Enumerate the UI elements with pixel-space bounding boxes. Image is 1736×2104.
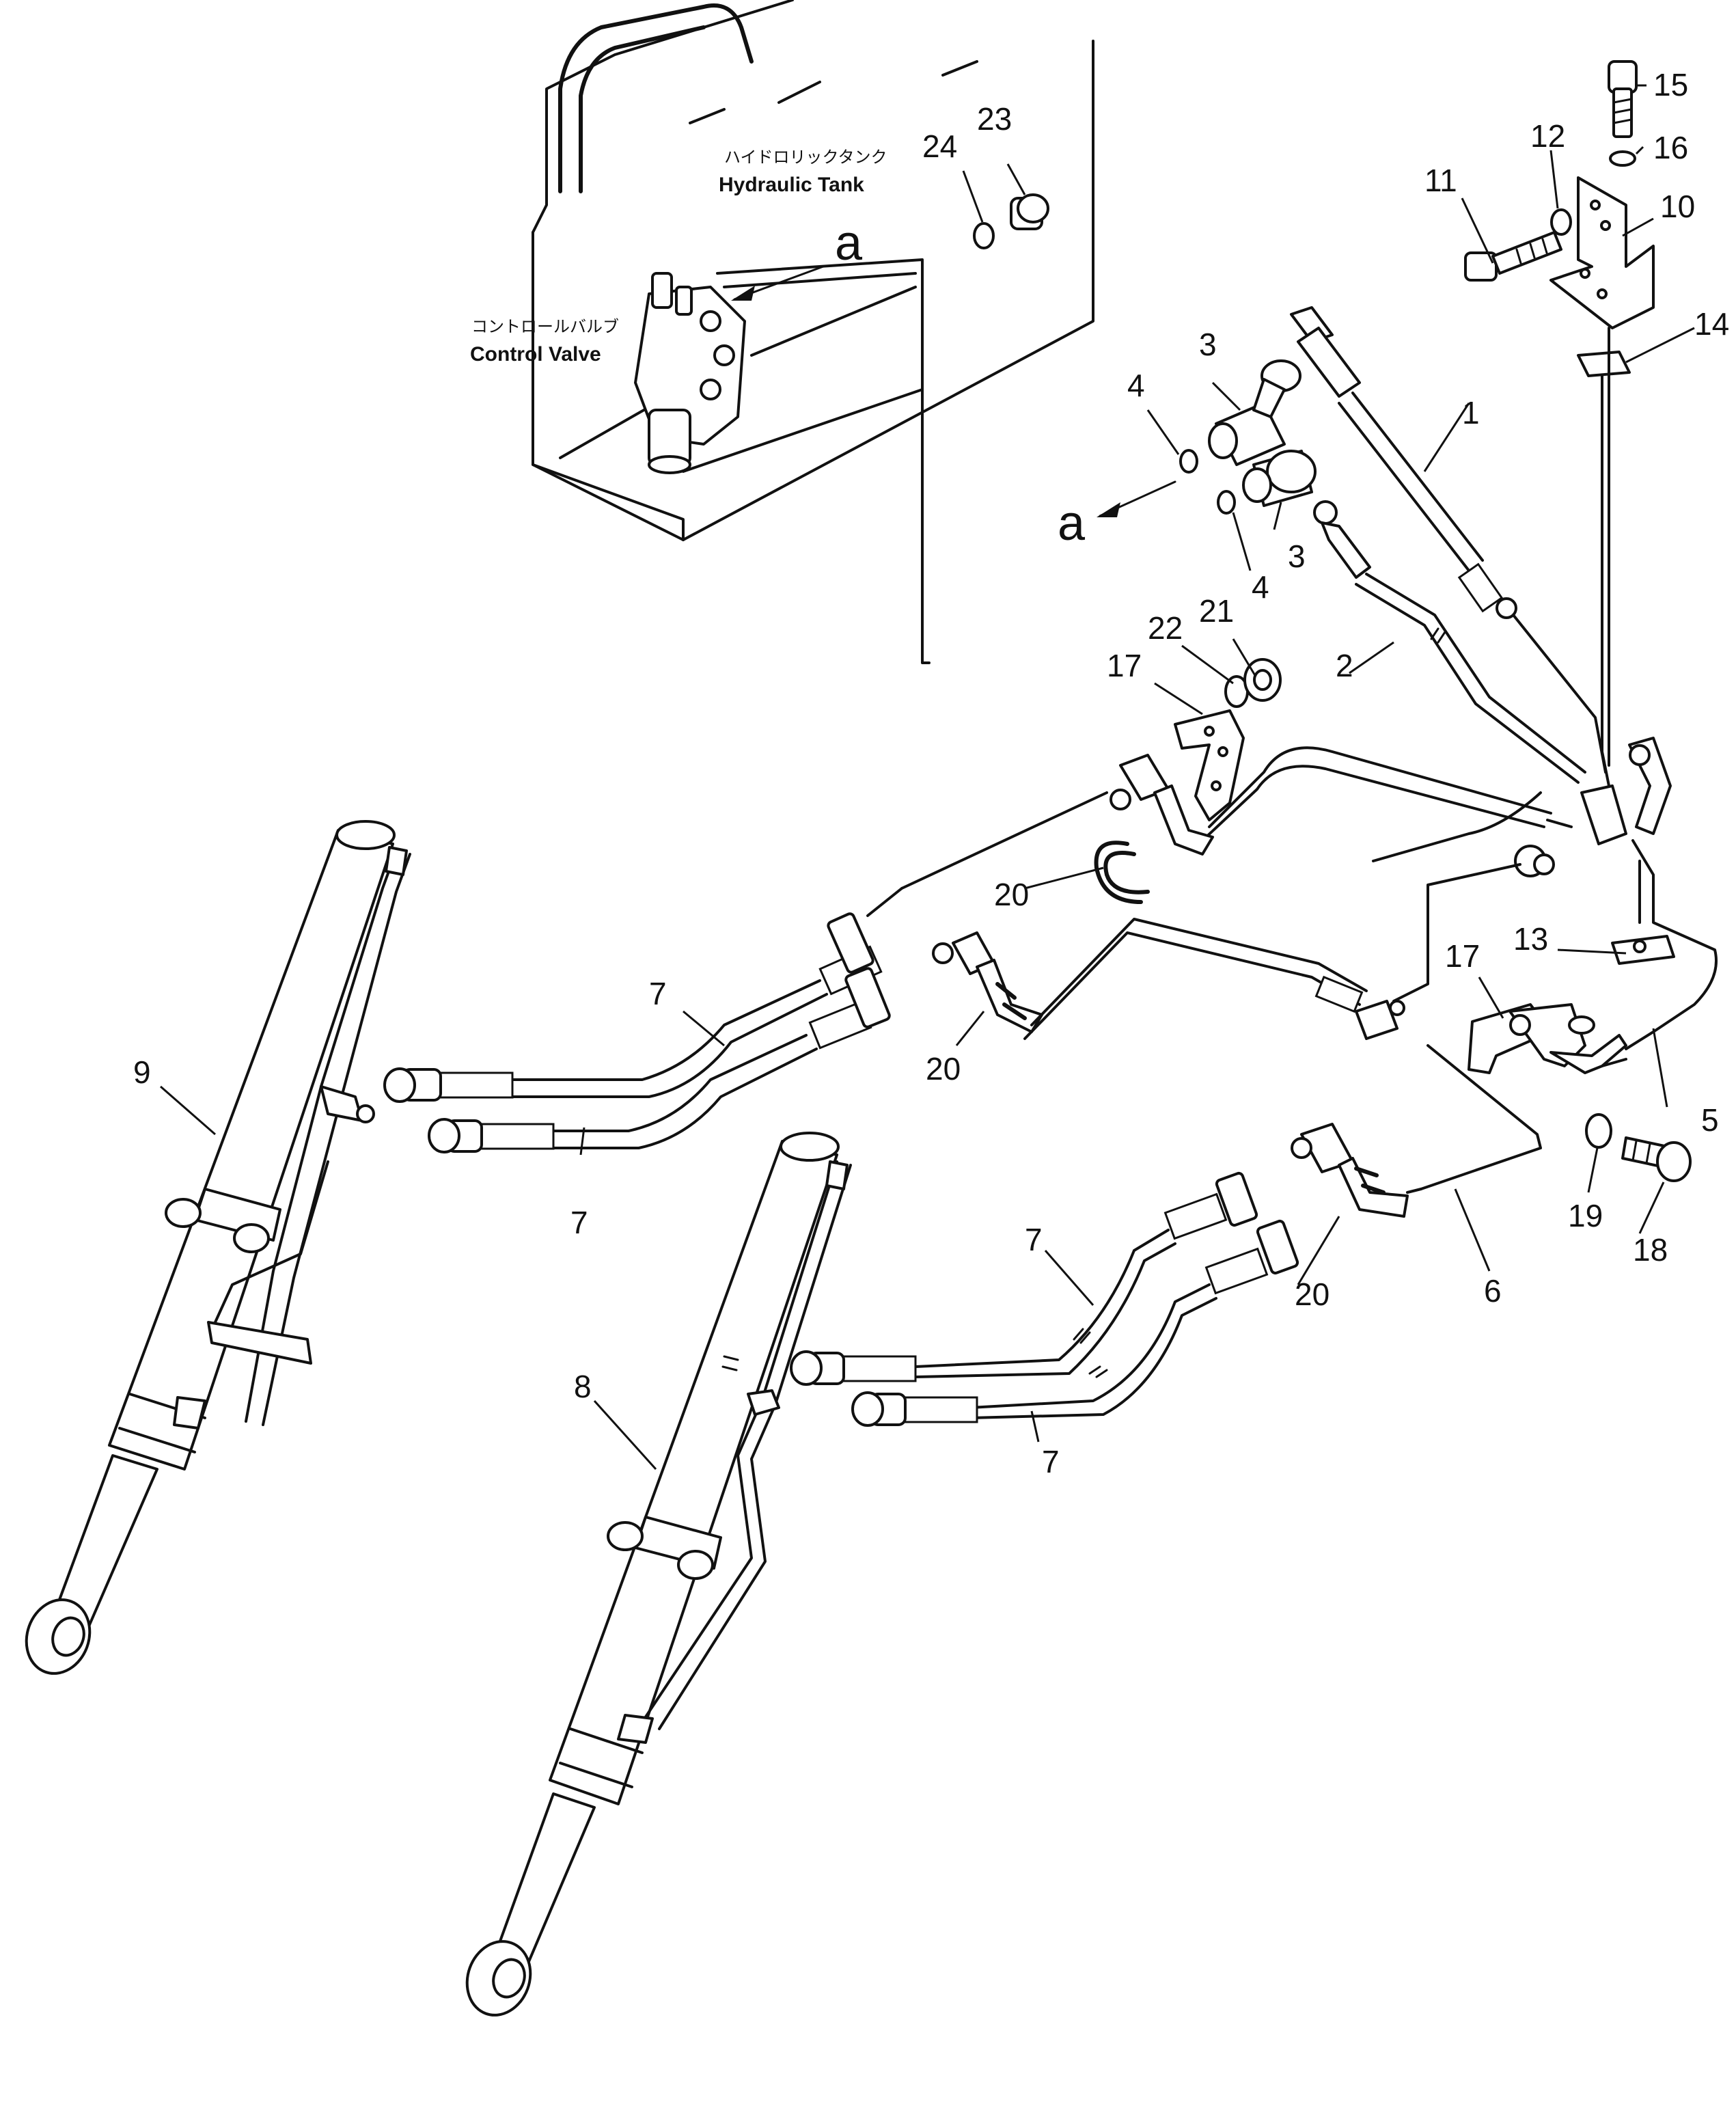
callout-11: 11 bbox=[1424, 163, 1457, 198]
callout-13: 13 bbox=[1513, 921, 1548, 957]
part-20-elbow-lower bbox=[1291, 1123, 1409, 1218]
callout-6: 6 bbox=[1484, 1273, 1502, 1309]
part-14-plate bbox=[1577, 351, 1631, 377]
callout-4-upper: 4 bbox=[1127, 368, 1145, 403]
part-17-bracket-lower bbox=[1468, 1003, 1627, 1074]
callout-16: 16 bbox=[1653, 130, 1688, 165]
part-20-elbow-middle bbox=[932, 931, 1043, 1033]
part-3-elbow-lower bbox=[1242, 450, 1317, 507]
part-6-hose bbox=[1420, 1044, 1542, 1190]
control-valve bbox=[634, 272, 746, 474]
view-a-marker-lower: a bbox=[1058, 496, 1086, 551]
part-12-washer bbox=[1550, 208, 1572, 236]
callout-2: 2 bbox=[1336, 648, 1353, 683]
part-21-nut bbox=[1243, 658, 1282, 702]
control-valve-label-en: Control Valve bbox=[470, 343, 601, 366]
callout-7-a: 7 bbox=[649, 976, 667, 1011]
part-4-o-ring-upper bbox=[1179, 449, 1198, 474]
hose-6-fitting bbox=[1355, 1000, 1405, 1040]
part-3-elbow-upper bbox=[1208, 359, 1301, 466]
view-a-marker-upper: a bbox=[835, 216, 863, 271]
part-20-clip-upper bbox=[1094, 841, 1150, 904]
callout-22: 22 bbox=[1148, 610, 1183, 646]
part-18-bolt bbox=[1621, 1136, 1692, 1182]
hydraulic-tank-label-en: Hydraulic Tank bbox=[719, 174, 864, 196]
part-1-hose bbox=[1290, 306, 1607, 774]
callout-14: 14 bbox=[1694, 306, 1729, 342]
callout-7-c: 7 bbox=[1025, 1222, 1043, 1257]
part-10-bracket bbox=[1549, 176, 1655, 329]
part-11-bolt bbox=[1464, 231, 1562, 282]
hydraulic-tank-outline bbox=[532, 0, 1094, 664]
callout-17-upper: 17 bbox=[1107, 648, 1142, 683]
callout-24: 24 bbox=[922, 128, 957, 164]
part-9-cylinder bbox=[25, 820, 411, 1675]
part-16-washer bbox=[1609, 150, 1636, 167]
callout-5: 5 bbox=[1701, 1102, 1719, 1138]
callout-4-lower: 4 bbox=[1252, 569, 1269, 605]
part-17-bracket-upper bbox=[1174, 709, 1245, 821]
part-5-hose bbox=[1625, 839, 1718, 1050]
callout-1: 1 bbox=[1462, 395, 1480, 431]
callout-21: 21 bbox=[1199, 593, 1234, 629]
callout-7-b: 7 bbox=[570, 1205, 588, 1240]
callout-15: 15 bbox=[1653, 67, 1688, 103]
callout-20-b: 20 bbox=[926, 1051, 961, 1087]
part-2-hose bbox=[1313, 500, 1586, 784]
callout-9: 9 bbox=[133, 1054, 151, 1090]
callout-3-lower: 3 bbox=[1288, 538, 1306, 574]
part-7-hose-upper-pair bbox=[383, 791, 1108, 1153]
callout-19: 19 bbox=[1568, 1198, 1603, 1233]
callout-23: 23 bbox=[977, 101, 1012, 137]
hose-6-sleeve bbox=[1314, 975, 1364, 1013]
hydraulic-tank-label-jp: ハイドロリックタンク bbox=[724, 148, 887, 167]
part-13-clip bbox=[1611, 935, 1675, 965]
callout-7-d: 7 bbox=[1042, 1444, 1060, 1479]
part-15-bolt bbox=[1608, 60, 1638, 138]
callout-20-c: 20 bbox=[1295, 1276, 1329, 1312]
callout-10: 10 bbox=[1660, 189, 1695, 224]
callout-leaders bbox=[160, 84, 1695, 1471]
callout-8: 8 bbox=[574, 1369, 592, 1404]
part-7-hose-lower-pair bbox=[790, 1171, 1299, 1427]
callout-3-upper: 3 bbox=[1199, 327, 1217, 362]
control-valve-label-jp: コントロールバルブ bbox=[471, 317, 619, 336]
part-8-cylinder bbox=[465, 1132, 852, 2017]
callout-17-lower: 17 bbox=[1445, 938, 1480, 974]
callout-18: 18 bbox=[1633, 1232, 1668, 1268]
part-19-washer bbox=[1585, 1113, 1612, 1149]
callout-20-a: 20 bbox=[994, 877, 1029, 912]
part-4-o-ring-lower bbox=[1217, 490, 1236, 515]
part-24-o-ring bbox=[973, 222, 995, 249]
hose-5-nut bbox=[1514, 845, 1555, 877]
upper-hose-elbow bbox=[1110, 754, 1214, 856]
right-junction-fittings bbox=[1580, 737, 1672, 845]
part-23-plug bbox=[1010, 193, 1049, 230]
callout-12: 12 bbox=[1530, 118, 1565, 154]
